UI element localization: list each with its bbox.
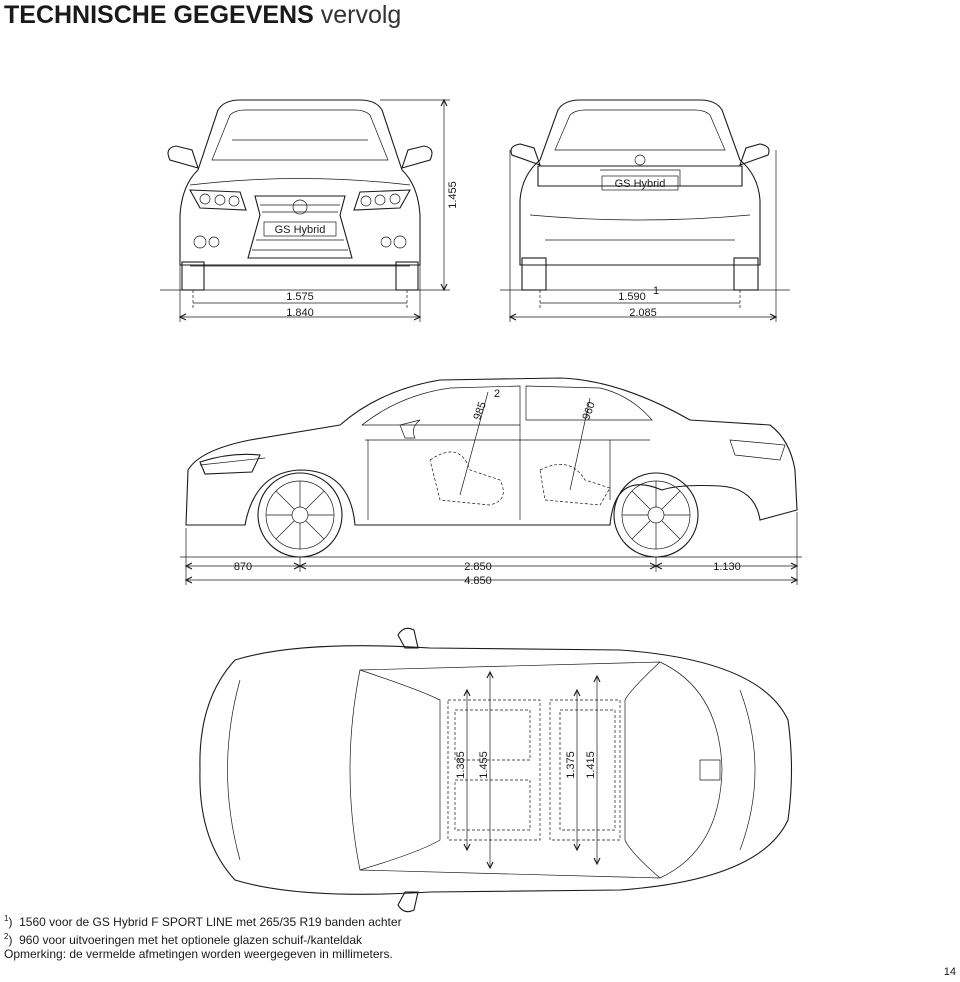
title-light: vervolg xyxy=(320,1,402,29)
front-width-interior-dim: 1.455 xyxy=(478,751,490,779)
side-view: 985 2 960 870 2.850 1.130 4.850 xyxy=(180,377,802,587)
rear-track-note: 1 xyxy=(653,285,659,297)
rear-headroom-dim: 960 xyxy=(580,400,598,421)
length-dim: 4.850 xyxy=(464,575,492,587)
footnotes: 1) 1560 voor de GS Hybrid F SPORT LINE m… xyxy=(4,912,402,962)
page-title: TECHNISCHE GEGEVENS vervolg xyxy=(4,0,401,30)
remark: Opmerking: de vermelde afmetingen worden… xyxy=(4,947,393,961)
front-headroom-note: 2 xyxy=(494,388,500,400)
page-number: 14 xyxy=(943,966,956,978)
rear-badge: GS Hybrid xyxy=(615,178,666,190)
front-track-dim: 1.575 xyxy=(286,291,314,303)
front-headroom-dim: 985 xyxy=(471,400,489,421)
rear-width-dim: 2.085 xyxy=(629,307,657,319)
rear-shoulder-dim: 1.375 xyxy=(565,751,577,779)
wheelbase-dim: 2.850 xyxy=(464,561,492,573)
title-bold: TECHNISCHE GEGEVENS xyxy=(4,1,314,29)
front-shoulder-dim: 1.385 xyxy=(455,751,467,779)
rear-overhang-dim: 1.130 xyxy=(713,561,741,573)
footnote-1: 1) 1560 voor de GS Hybrid F SPORT LINE m… xyxy=(4,914,402,929)
front-badge: GS Hybrid xyxy=(275,224,326,236)
footnote-2: 2) 960 voor uitvoeringen met het optione… xyxy=(4,931,363,947)
front-height-dim: 1.455 xyxy=(447,181,459,209)
rear-width-interior-dim: 1.415 xyxy=(585,751,597,779)
top-view: 1.385 1.455 1.375 1.415 xyxy=(199,627,793,913)
rear-track-dim: 1.590 xyxy=(618,291,646,303)
front-overhang-dim: 870 xyxy=(234,561,252,573)
front-view: GS Hybrid 1.455 1.575 1.840 xyxy=(160,98,459,322)
front-width-dim: 1.840 xyxy=(286,307,314,319)
rear-view: GS Hybrid 1.590 1 2.085 xyxy=(500,99,790,322)
